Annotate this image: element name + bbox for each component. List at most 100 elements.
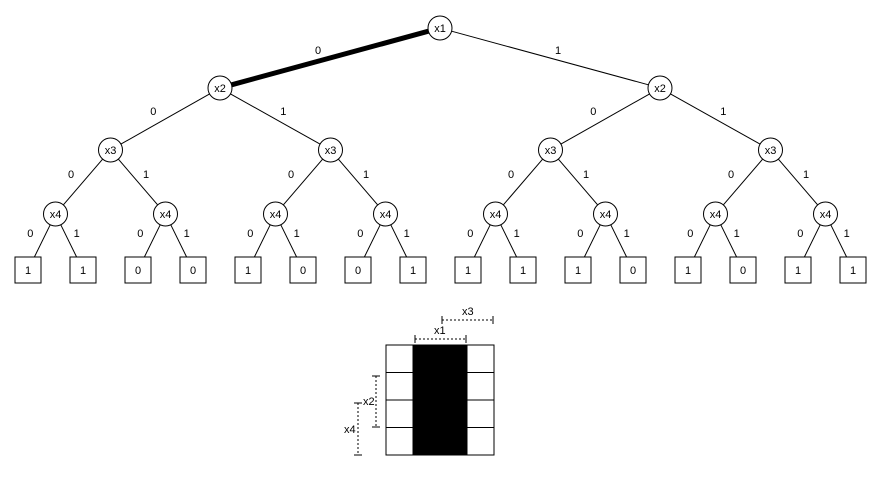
leaf-box (289, 256, 317, 284)
edge-label-1: 1 (404, 228, 410, 240)
kmap-cell-empty (385, 372, 414, 401)
leaf-box (69, 256, 97, 284)
tree-edge (830, 224, 848, 258)
leaf-value: 1 (795, 265, 801, 277)
tree-edge (170, 224, 188, 258)
kmap-cell-filled (439, 399, 468, 428)
leaf-value: 0 (190, 265, 196, 277)
edge-label-1: 1 (280, 106, 286, 118)
edge-label-1: 1 (583, 169, 589, 181)
edge-label-1: 1 (363, 169, 369, 181)
edge-label-0: 0 (577, 228, 583, 240)
kmap-cell-filled (412, 399, 441, 428)
edge-label-0: 0 (508, 169, 514, 181)
tree-node-label: x3 (325, 145, 337, 157)
edge-label-1: 1 (294, 228, 300, 240)
tree-edge (803, 224, 821, 258)
edge-label-1: 1 (624, 228, 630, 240)
leaf-value: 1 (80, 265, 86, 277)
edge-label-0: 0 (288, 169, 294, 181)
leaf-box (674, 256, 702, 284)
edge-label-0: 0 (797, 228, 803, 240)
leaf-value: 1 (25, 265, 31, 277)
kmap-cell-empty (466, 399, 495, 428)
leaf-box (509, 256, 537, 284)
tree-edge (670, 93, 761, 145)
x4-bracket-label: x4 (344, 424, 356, 436)
tree-node-x4 (483, 201, 508, 227)
leaf-value: 0 (740, 265, 746, 277)
tree-edge (693, 224, 711, 258)
kmap-cell-filled (412, 372, 441, 401)
edge-label-0: 0 (68, 169, 74, 181)
leaf-box (124, 256, 152, 284)
kmap-cell-empty (385, 427, 414, 456)
tree-node-label: x3 (545, 145, 557, 157)
tree-edge (117, 158, 159, 206)
tree-edge (720, 224, 738, 258)
leaf-box (784, 256, 812, 284)
edge-label-0: 0 (728, 169, 734, 181)
leaf-value: 1 (685, 265, 691, 277)
tree-edge (253, 224, 271, 258)
tree-edge (363, 224, 381, 258)
kmap-cell-empty (466, 427, 495, 456)
tree-node-x2 (207, 75, 233, 101)
edge-label-0: 0 (27, 228, 33, 240)
tree-edge (120, 93, 210, 145)
tree-edge (230, 93, 321, 145)
edge-label-0: 0 (357, 228, 363, 240)
leaf-value: 1 (850, 265, 856, 277)
tree-edge (60, 224, 78, 258)
highlighted-edge (230, 28, 430, 88)
karnaugh-map: x3 x1 x2 x4 (344, 306, 495, 456)
leaf-value: 0 (300, 265, 306, 277)
tree-edges (33, 28, 848, 258)
tree-node-x4 (43, 201, 68, 227)
tree-node-x4 (263, 201, 288, 227)
edge-label-0: 0 (150, 106, 156, 118)
tree-node-x3 (758, 137, 783, 163)
tree-edge (473, 224, 491, 258)
leaf-value: 1 (520, 265, 526, 277)
leaf-box (839, 256, 867, 284)
tree-node-x4 (373, 201, 398, 227)
edge-label-0: 0 (590, 106, 596, 118)
edge-label-1: 1 (555, 45, 561, 57)
tree-edge (502, 158, 544, 206)
leaf-box (234, 256, 262, 284)
tree-edge (282, 158, 324, 206)
leaf-value: 0 (135, 265, 141, 277)
leaf-value: 1 (575, 265, 581, 277)
x2-bracket-label: x2 (363, 396, 375, 408)
tree-edge (500, 224, 518, 258)
tree-node-x1 (427, 15, 453, 41)
tree-edge (143, 224, 161, 258)
kmap-cell-empty (466, 372, 495, 401)
tree-edge (560, 93, 650, 145)
leaf-box (729, 256, 757, 284)
leaf-box (619, 256, 647, 284)
edge-label-1: 1 (720, 106, 726, 118)
tree-edge (722, 158, 764, 206)
tree-edge (451, 30, 649, 86)
kmap-cell-filled (412, 427, 441, 456)
edge-label-1: 1 (184, 228, 190, 240)
tree-node-label: x4 (820, 209, 832, 221)
leaf-value: 1 (465, 265, 471, 277)
tree-node-label: x4 (600, 209, 612, 221)
tree-node-label: x3 (105, 145, 117, 157)
tree-node-x3 (98, 137, 123, 163)
edge-label-1: 1 (74, 228, 80, 240)
tree-node-label: x2 (214, 83, 226, 95)
tree-node-label: x3 (765, 145, 777, 157)
tree-edge (33, 224, 51, 258)
tree-edge (280, 224, 298, 258)
edge-label-0: 0 (687, 228, 693, 240)
tree-node-x4 (153, 201, 178, 227)
leaf-box (399, 256, 427, 284)
leaf-box (454, 256, 482, 284)
